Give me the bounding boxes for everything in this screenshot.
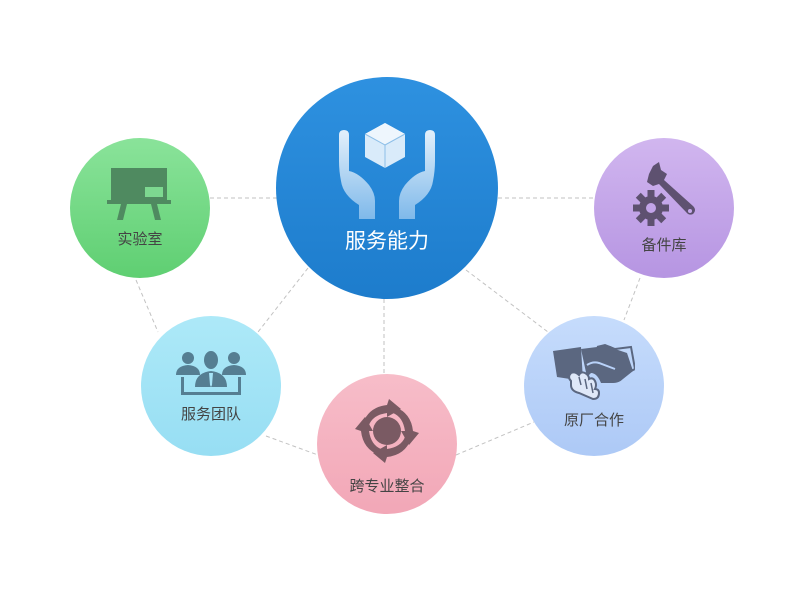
node-cross-discipline[interactable]: 跨专业整合: [317, 374, 457, 514]
node-label: 跨专业整合: [349, 476, 425, 495]
handshake-icon: [553, 343, 635, 400]
gear-wrench-icon: [633, 161, 695, 226]
connector-team-cross: [265, 435, 319, 456]
node-service-team[interactable]: 服务团队: [141, 316, 281, 456]
cycle-arrows-icon: [355, 398, 419, 463]
node-lab[interactable]: 实验室: [70, 138, 210, 278]
connector-lab-team: [135, 279, 159, 333]
connector-center-team: [257, 267, 309, 333]
node-label: 服务能力: [345, 229, 429, 253]
connector-cross-oem: [455, 421, 535, 456]
node-label: 备件库: [641, 235, 687, 254]
node-label: 原厂合作: [563, 410, 624, 429]
hands-holding-box-icon: [339, 123, 435, 219]
connector-center-oem: [465, 269, 549, 333]
node-label: 服务团队: [180, 404, 241, 423]
blackboard-icon: [107, 167, 171, 220]
node-service-capability[interactable]: 服务能力: [276, 77, 498, 299]
node-label: 实验室: [117, 229, 163, 248]
node-spare-parts[interactable]: 备件库: [594, 138, 734, 278]
node-oem-partnership[interactable]: 原厂合作: [524, 316, 664, 456]
team-icon: [176, 350, 246, 395]
connector-parts-oem: [623, 277, 641, 321]
